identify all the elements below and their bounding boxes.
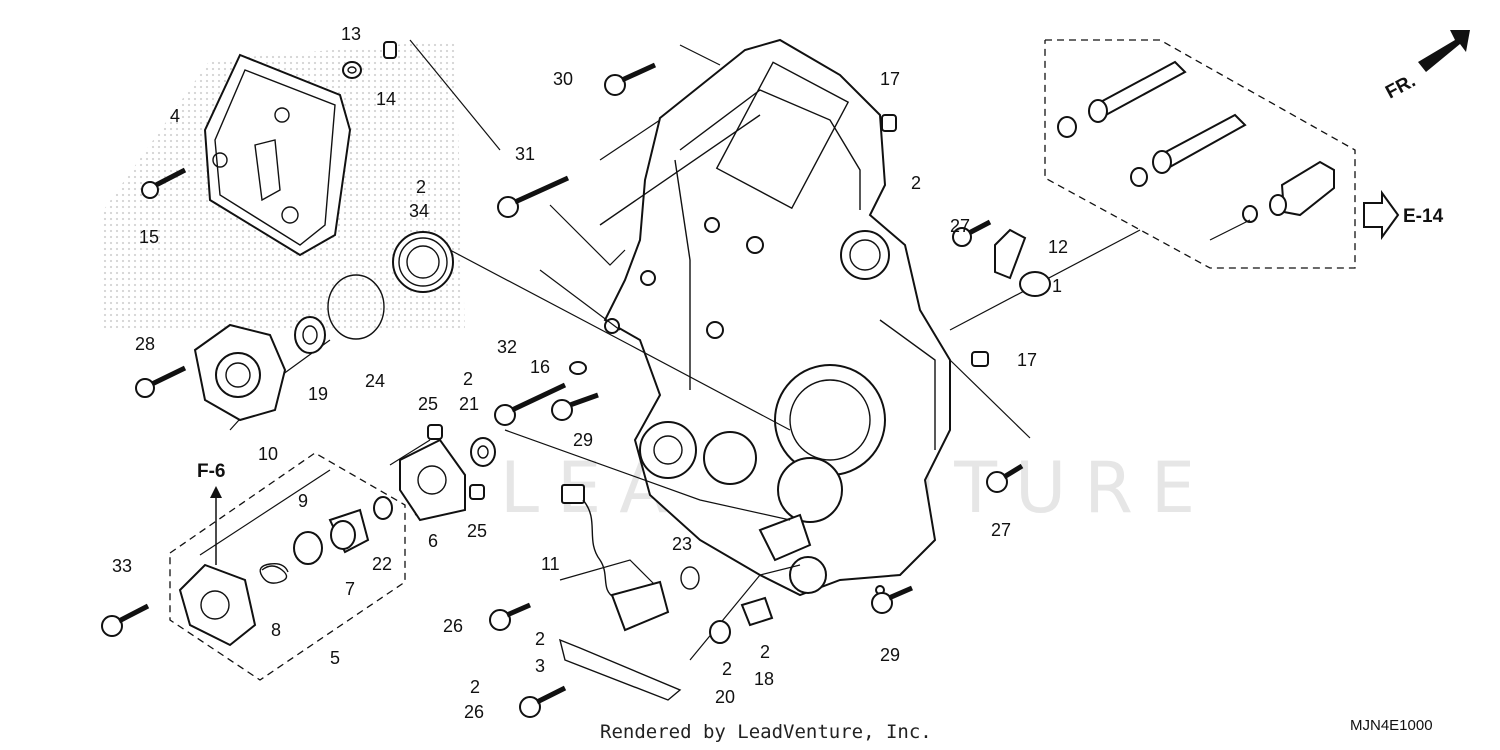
callout-24[interactable]: 24 <box>365 371 385 391</box>
bolt-29-upper <box>551 392 599 421</box>
callout-16[interactable]: 16 <box>530 357 550 377</box>
callout-2-sleeve[interactable]: 2 <box>760 642 770 662</box>
callout-23[interactable]: 23 <box>672 534 692 554</box>
callout-26-upper[interactable]: 26 <box>443 616 463 636</box>
washer-16 <box>569 361 587 375</box>
piston-7 <box>328 508 370 554</box>
callout-27-upper[interactable]: 27 <box>950 216 970 236</box>
callout-19[interactable]: 19 <box>308 384 328 404</box>
grommet-13 <box>342 61 362 79</box>
callout-20[interactable]: 20 <box>715 687 735 707</box>
front-direction-label: FR. <box>1382 71 1419 104</box>
callout-12[interactable]: 12 <box>1048 237 1068 257</box>
callout-17-upper[interactable]: 17 <box>880 69 900 89</box>
callout-14[interactable]: 14 <box>376 89 396 109</box>
bolt-15 <box>141 167 187 199</box>
callout-1[interactable]: 1 <box>1052 276 1062 296</box>
bearing-34 <box>392 231 454 293</box>
callout-2-seal[interactable]: 2 <box>722 659 732 679</box>
callout-25-lower[interactable]: 25 <box>467 521 487 541</box>
bolt-30 <box>604 62 657 96</box>
bolt-29-lower <box>871 585 913 614</box>
bolt-27-lower <box>986 463 1024 493</box>
callout-30[interactable]: 30 <box>553 69 573 89</box>
bolt-27-upper <box>952 219 992 247</box>
callout-33[interactable]: 33 <box>112 556 132 576</box>
gasket-6 <box>399 438 466 522</box>
dowel-25 <box>427 424 485 500</box>
f6-ref-label[interactable]: F-6 <box>197 461 226 482</box>
callout-29-upper[interactable]: 29 <box>573 430 593 450</box>
hose-assembly <box>1057 60 1335 241</box>
crankcase-cover <box>599 38 951 597</box>
sleeve-18 <box>740 596 774 627</box>
callout-18[interactable]: 18 <box>754 669 774 689</box>
e14-arrow <box>1363 189 1400 241</box>
callout-2-washer[interactable]: 2 <box>463 369 473 389</box>
f6-arrow <box>210 486 222 565</box>
callout-29-lower[interactable]: 29 <box>880 645 900 665</box>
callout-3[interactable]: 3 <box>535 656 545 676</box>
callout-4[interactable]: 4 <box>170 106 180 126</box>
callout-5[interactable]: 5 <box>330 648 340 668</box>
bolt-14 <box>383 41 397 59</box>
grommet-1 <box>1019 271 1051 297</box>
callout-9[interactable]: 9 <box>298 491 308 511</box>
callout-21[interactable]: 21 <box>459 394 479 414</box>
callout-17-lower[interactable]: 17 <box>1017 350 1037 370</box>
callout-27-lower[interactable]: 27 <box>991 520 1011 540</box>
o-ring-23 <box>680 566 700 590</box>
callout-7[interactable]: 7 <box>345 579 355 599</box>
callout-13[interactable]: 13 <box>341 24 361 44</box>
sensor-11 <box>561 484 670 632</box>
callout-32[interactable]: 32 <box>497 337 517 357</box>
callout-2-cover[interactable]: 2 <box>911 173 921 193</box>
front-direction-arrow <box>1418 30 1470 72</box>
clip-12 <box>994 228 1027 280</box>
callout-34[interactable]: 34 <box>409 201 429 221</box>
housing-10 <box>193 323 287 422</box>
dowel-17 <box>881 114 989 367</box>
callout-28[interactable]: 28 <box>135 334 155 354</box>
nut-22 <box>373 496 393 520</box>
bolt-32 <box>494 382 567 426</box>
callout-2-bolt26[interactable]: 2 <box>470 677 480 697</box>
callout-11[interactable]: 11 <box>541 554 560 574</box>
callout-25-upper[interactable]: 25 <box>418 394 438 414</box>
callout-2-bracket[interactable]: 2 <box>535 629 545 649</box>
valve-body-5 <box>178 563 257 647</box>
bolt-31 <box>497 175 570 218</box>
spring-8 <box>259 562 289 584</box>
dashed-box-hoses <box>1044 39 1356 269</box>
callout-2-bearing[interactable]: 2 <box>416 177 426 197</box>
washer-21 <box>470 437 496 467</box>
callout-31[interactable]: 31 <box>515 144 535 164</box>
bolt-26-lower <box>519 685 567 718</box>
callout-8[interactable]: 8 <box>271 620 281 640</box>
seal-19 <box>294 316 326 354</box>
cover-plate-4 <box>203 53 352 257</box>
seal-20 <box>709 620 731 644</box>
dashed-box-valve <box>169 452 406 681</box>
diagram-code: MJN4E1000 <box>1350 717 1433 734</box>
bolt-28 <box>135 365 187 398</box>
e14-ref-label[interactable]: E-14 <box>1403 206 1444 227</box>
callout-10[interactable]: 10 <box>258 444 278 464</box>
bolt-26-upper <box>489 602 531 631</box>
callout-6[interactable]: 6 <box>428 531 438 551</box>
bolt-33 <box>101 603 150 637</box>
callout-22[interactable]: 22 <box>372 554 392 574</box>
callout-15[interactable]: 15 <box>139 227 159 247</box>
o-ring-24 <box>327 274 385 340</box>
bracket-3 <box>558 638 682 701</box>
callout-26-lower[interactable]: 26 <box>464 702 484 722</box>
footer-credit: Rendered by LeadVenture, Inc. <box>600 721 932 743</box>
valve-9 <box>293 531 323 565</box>
